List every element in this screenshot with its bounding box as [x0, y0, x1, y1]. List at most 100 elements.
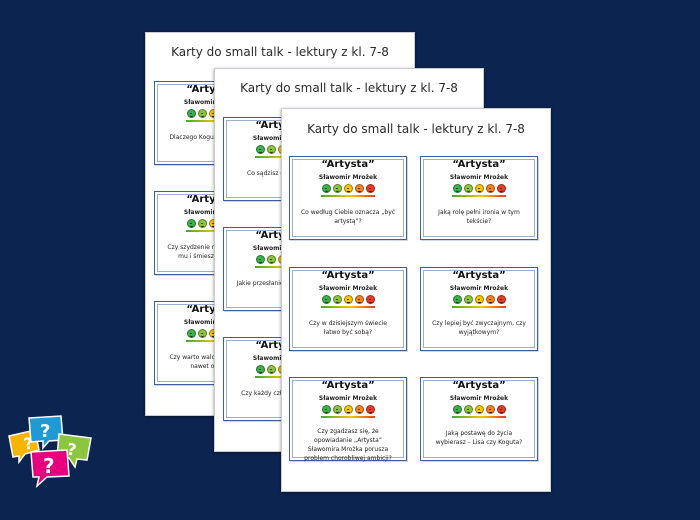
happy-face-icon: [463, 184, 473, 193]
conversation-card: “Artysta” Sławomir Mrożek Jaką rolę pełn…: [420, 156, 538, 240]
happy-face-icon: [197, 329, 207, 338]
sad-face-icon: [485, 405, 495, 414]
very-happy-face-icon: [321, 184, 331, 193]
rating-gradient-bar: [321, 306, 375, 308]
very-happy-face-icon: [452, 405, 462, 414]
card-title: “Artysta”: [452, 380, 506, 391]
neutral-face-icon: [474, 405, 484, 414]
card-question: Jaką postawę do życia wybierasz – Lisa c…: [435, 430, 523, 446]
card-author: Sławomir Mrożek: [449, 174, 509, 181]
rating-faces: [290, 405, 406, 414]
card-question: Dlaczego Koguta udawanie...: [169, 134, 257, 141]
happy-face-icon: [266, 145, 276, 154]
very-happy-face-icon: [321, 405, 331, 414]
very-happy-face-icon: [186, 109, 196, 118]
rating-gradient-bar: [452, 195, 506, 197]
very-sad-face-icon: [496, 405, 506, 414]
rating-faces: [290, 184, 406, 193]
neutral-face-icon: [343, 184, 353, 193]
rating-gradient-bar: [186, 120, 240, 122]
rating-faces: [290, 295, 406, 304]
card-title: “Artysta”: [321, 159, 375, 170]
very-sad-face-icon: [496, 184, 506, 193]
card-title: “Artysta”: [186, 194, 240, 205]
card-title: “Artysta”: [321, 380, 375, 391]
conversation-card: “Artysta” Sławomir Mrożek Jaką postawę d…: [420, 377, 538, 461]
rating-gradient-bar: [321, 416, 375, 418]
question-mark-glyph: ?: [66, 440, 78, 460]
card-title: “Artysta”: [186, 84, 240, 95]
sad-face-icon: [354, 184, 364, 193]
neutral-face-icon: [343, 295, 353, 304]
happy-face-icon: [197, 219, 207, 228]
happy-face-icon: [266, 255, 276, 264]
rating-gradient-bar: [321, 195, 375, 197]
very-happy-face-icon: [186, 219, 196, 228]
worksheet-title: Karty do small talk - lektury z kl. 7-8: [171, 45, 389, 59]
card-author: Sławomir Mrożek: [183, 319, 243, 326]
card-title: “Artysta”: [186, 304, 240, 315]
card-title: “Artysta”: [321, 270, 375, 281]
card-author: Sławomir Mrożek: [449, 285, 509, 292]
rating-gradient-bar: [452, 416, 506, 418]
sad-face-icon: [354, 405, 364, 414]
conversation-card: “Artysta” Sławomir Mrożek Czy lepiej być…: [420, 267, 538, 351]
card-title: “Artysta”: [452, 270, 506, 281]
card-question: Czy zgadzasz się, że opowiadanie „Artyst…: [304, 428, 392, 462]
very-sad-face-icon: [365, 184, 375, 193]
very-sad-face-icon: [365, 405, 375, 414]
rating-faces: [421, 405, 537, 414]
card-author: Sławomir Mrożek: [183, 209, 243, 216]
question-mark-glyph: ?: [43, 454, 55, 478]
very-sad-face-icon: [365, 295, 375, 304]
conversation-card: “Artysta” Sławomir Mrożek Czy zgadzasz s…: [289, 377, 407, 462]
card-author: Sławomir Mrożek: [183, 99, 243, 106]
happy-face-icon: [463, 295, 473, 304]
sad-face-icon: [485, 184, 495, 193]
question-bubbles-logo: ? ? ? ?: [8, 415, 92, 489]
card-author: Sławomir Mrożek: [318, 395, 378, 402]
rating-gradient-bar: [186, 230, 240, 232]
pink-speech-bubble-icon: ?: [30, 449, 70, 489]
worksheet-page-front: Karty do small talk - lektury z kl. 7-8 …: [281, 108, 551, 492]
very-happy-face-icon: [452, 295, 462, 304]
card-question: Czy w dzisiejszym świecie łatwo być sobą…: [308, 320, 387, 336]
neutral-face-icon: [474, 184, 484, 193]
very-happy-face-icon: [321, 295, 331, 304]
card-question: Czy szydzenie ma uświadomić mu i śmieszn…: [167, 244, 259, 260]
conversation-card: “Artysta” Sławomir Mrożek Czy w dzisiejs…: [289, 267, 407, 351]
very-happy-face-icon: [186, 329, 196, 338]
neutral-face-icon: [474, 295, 484, 304]
sad-face-icon: [354, 295, 364, 304]
happy-face-icon: [266, 365, 276, 374]
very-happy-face-icon: [255, 145, 265, 154]
happy-face-icon: [332, 295, 342, 304]
worksheet-title: Karty do small talk - lektury z kl. 7-8: [240, 81, 458, 95]
card-title: “Artysta”: [452, 159, 506, 170]
blue-speech-bubble-icon: ?: [28, 415, 64, 451]
card-author: Sławomir Mrożek: [318, 174, 378, 181]
happy-face-icon: [197, 109, 207, 118]
card-question: Jaką rolę pełni ironia w tym tekście?: [438, 209, 520, 225]
rating-faces: [421, 184, 537, 193]
very-sad-face-icon: [496, 295, 506, 304]
worksheet-title: Karty do small talk - lektury z kl. 7-8: [307, 122, 525, 136]
card-question: Czy warto walczyć marzenia, nawet oszust…: [169, 354, 257, 370]
happy-face-icon: [332, 184, 342, 193]
rating-gradient-bar: [186, 340, 240, 342]
happy-face-icon: [332, 405, 342, 414]
neutral-face-icon: [343, 405, 353, 414]
rating-gradient-bar: [452, 306, 506, 308]
sad-face-icon: [485, 295, 495, 304]
very-happy-face-icon: [452, 184, 462, 193]
conversation-card: “Artysta” Sławomir Mrożek Co według Cieb…: [289, 156, 407, 240]
card-author: Sławomir Mrożek: [449, 395, 509, 402]
very-happy-face-icon: [255, 365, 265, 374]
very-happy-face-icon: [255, 255, 265, 264]
question-mark-glyph: ?: [40, 421, 50, 442]
card-author: Sławomir Mrożek: [318, 285, 378, 292]
card-question: Czy lepiej być zwyczajnym, czy wyjątkowy…: [432, 320, 526, 336]
rating-faces: [421, 295, 537, 304]
happy-face-icon: [463, 405, 473, 414]
card-question: Co według Ciebie oznacza „być artystą”?: [300, 209, 396, 225]
